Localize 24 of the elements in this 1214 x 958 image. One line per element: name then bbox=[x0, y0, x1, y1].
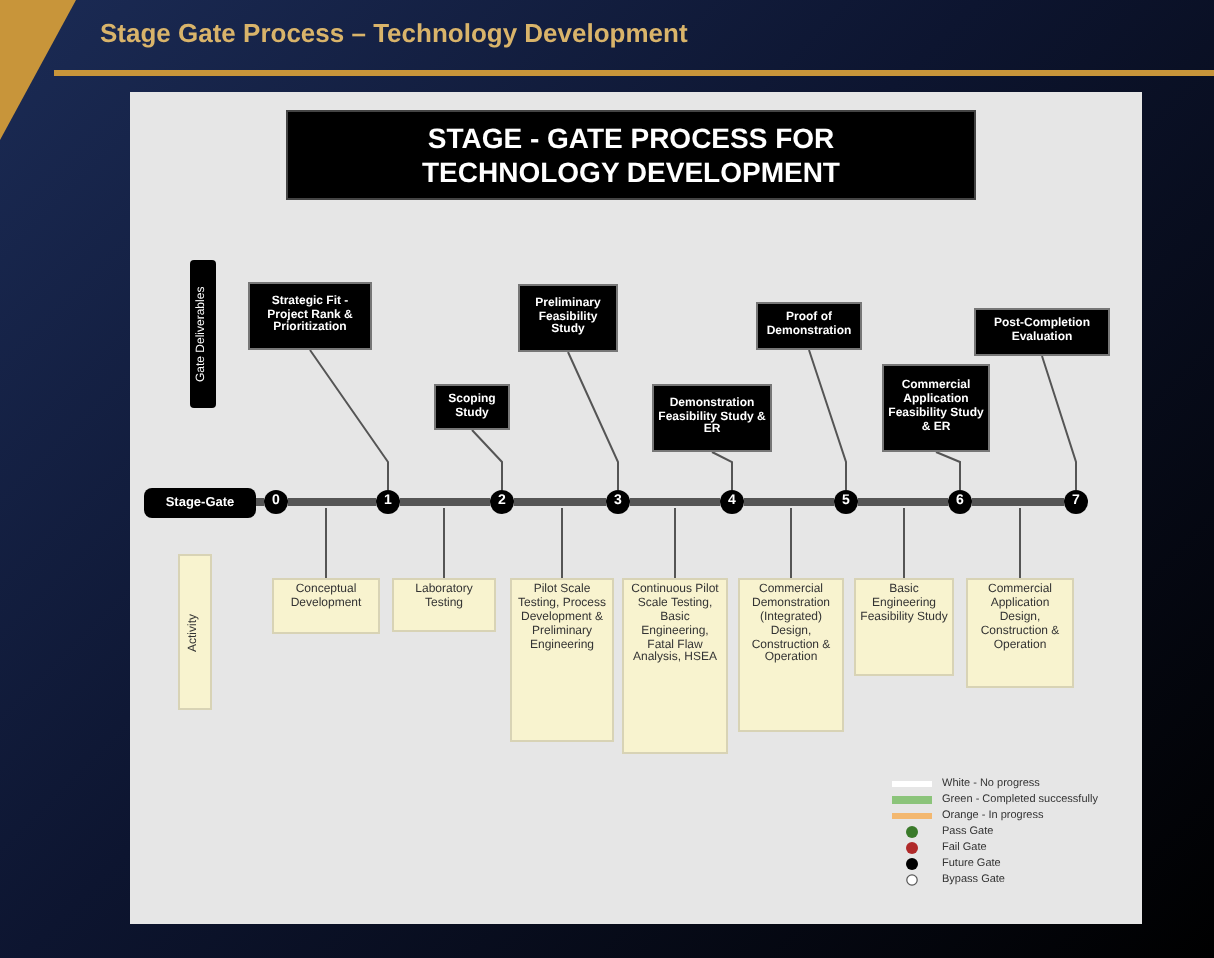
page-title: Stage Gate Process – Technology Development bbox=[100, 18, 688, 48]
leader-line bbox=[935, 451, 961, 491]
timeline-segment bbox=[288, 498, 376, 506]
connector-line bbox=[325, 507, 327, 579]
leader-line bbox=[309, 349, 389, 491]
timeline-segment bbox=[744, 498, 834, 506]
leader-line bbox=[567, 351, 619, 491]
connector-line bbox=[1019, 507, 1021, 579]
timeline-segment bbox=[630, 498, 720, 506]
leader-line bbox=[711, 451, 733, 491]
connector-line bbox=[790, 507, 792, 579]
timeline-segment bbox=[972, 498, 1064, 506]
leader-line bbox=[808, 349, 847, 491]
connector-line bbox=[443, 507, 445, 579]
timeline-segment bbox=[256, 498, 264, 506]
timeline-segment bbox=[514, 498, 606, 506]
connector-line bbox=[561, 507, 563, 579]
connector-line bbox=[903, 507, 905, 579]
connector-line bbox=[674, 507, 676, 579]
timeline-segment bbox=[400, 498, 490, 506]
timeline-segment bbox=[858, 498, 948, 506]
leader-line bbox=[1041, 355, 1077, 491]
title-banner: STAGE - GATE PROCESS FOR TECHNOLOGY DEVELOPMENT bbox=[286, 110, 976, 200]
leader-line bbox=[471, 429, 503, 491]
